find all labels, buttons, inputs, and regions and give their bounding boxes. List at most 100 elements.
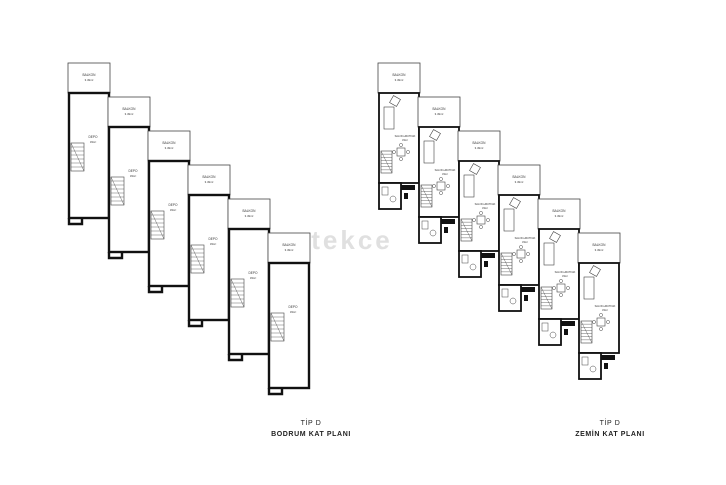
- wc-block: [378, 182, 402, 210]
- stair-arrow: [380, 150, 393, 174]
- dining-table: [396, 147, 406, 157]
- stair-arrow: [270, 312, 285, 342]
- dining-table: [516, 249, 526, 259]
- storage-room: [227, 227, 271, 356]
- balcony-label: BALKON: [243, 209, 257, 213]
- armchair: [549, 231, 561, 243]
- stair: [190, 244, 205, 274]
- living-room: [418, 126, 460, 218]
- balcony-label: BALKON: [283, 243, 297, 247]
- dining-chair: [432, 184, 436, 188]
- dining-chair: [486, 218, 490, 222]
- kitchen-unit: [444, 227, 448, 233]
- dining-chair: [519, 245, 523, 249]
- wc-block: [458, 250, 482, 278]
- dining-table: [476, 215, 486, 225]
- kitchen-unit: [524, 295, 528, 301]
- toilet: [421, 220, 429, 230]
- sink: [429, 229, 437, 237]
- balcony: [417, 96, 461, 128]
- room-area: 33m²: [90, 140, 96, 144]
- kitchen-counter: [601, 355, 615, 360]
- balcony-label: BALKON: [553, 209, 567, 213]
- storage-room: [107, 125, 151, 254]
- kitchen-unit: [564, 329, 568, 335]
- dining-chair: [479, 225, 483, 229]
- room-label: SALON+MUTFAK: [395, 134, 416, 138]
- stair: [270, 312, 285, 342]
- balcony-label: BALKON: [83, 73, 97, 77]
- stair: [70, 142, 85, 172]
- plan-name-label: ZEMİN KAT PLANI: [575, 431, 645, 438]
- kitchen-counter: [481, 253, 495, 258]
- balcony-area: 3.49m²: [165, 146, 174, 150]
- storage-room: [147, 159, 191, 288]
- kitchen-counter: [401, 185, 415, 190]
- stair: [230, 278, 245, 308]
- stair-arrow: [150, 210, 165, 240]
- plan-type-label: TİP D: [300, 420, 322, 427]
- dining-chair: [479, 211, 483, 215]
- living-room: [378, 92, 420, 184]
- room-area: 33m²: [290, 310, 296, 314]
- dining-table: [556, 283, 566, 293]
- wc-block: [418, 216, 442, 244]
- living-room: [538, 228, 580, 320]
- armchair: [509, 197, 521, 209]
- stair-arrow: [580, 320, 593, 344]
- armchair: [389, 95, 401, 107]
- wc-block: [538, 318, 562, 346]
- room-area: 33m²: [522, 240, 528, 244]
- balcony: [377, 62, 421, 94]
- dining-chair: [592, 320, 596, 324]
- balcony-area: 3.49m²: [555, 214, 564, 218]
- room-label: DEPO: [208, 237, 218, 241]
- room-label: DEPO: [248, 271, 258, 275]
- dining-chair: [559, 293, 563, 297]
- wall-notch: [187, 320, 204, 328]
- dining-chair: [552, 286, 556, 290]
- balcony-area: 3.49m²: [395, 78, 404, 82]
- stair-arrow: [70, 142, 85, 172]
- dining-chair: [519, 259, 523, 263]
- toilet: [581, 356, 589, 366]
- balcony: [107, 96, 151, 128]
- room-area: 33m²: [130, 174, 136, 178]
- dining-chair: [559, 279, 563, 283]
- stair-arrow: [420, 184, 433, 208]
- room-label: DEPO: [288, 305, 298, 309]
- dining-chair: [566, 286, 570, 290]
- room-label: SALON+MUTFAK: [435, 168, 456, 172]
- dining-chair: [472, 218, 476, 222]
- room-area: 33m²: [170, 208, 176, 212]
- balcony-label: BALKON: [393, 73, 407, 77]
- room-label: DEPO: [128, 169, 138, 173]
- room-label: SALON+MUTFAK: [515, 236, 536, 240]
- sofa: [583, 276, 595, 300]
- stair: [540, 286, 553, 310]
- dining-chair: [392, 150, 396, 154]
- wc-block: [498, 284, 522, 312]
- balcony-label: BALKON: [123, 107, 137, 111]
- armchair: [429, 129, 441, 141]
- sofa: [463, 174, 475, 198]
- stair-arrow: [110, 176, 125, 206]
- balcony-area: 3.49m²: [285, 248, 294, 252]
- sink: [389, 195, 397, 203]
- dining-chair: [399, 143, 403, 147]
- living-room: [458, 160, 500, 252]
- sink: [549, 331, 557, 339]
- wall-notch: [267, 388, 284, 396]
- stair-arrow: [540, 286, 553, 310]
- room-area: 33m²: [250, 276, 256, 280]
- toilet: [381, 186, 389, 196]
- stair-arrow: [190, 244, 205, 274]
- balcony-area: 3.49m²: [85, 78, 94, 82]
- stair: [150, 210, 165, 240]
